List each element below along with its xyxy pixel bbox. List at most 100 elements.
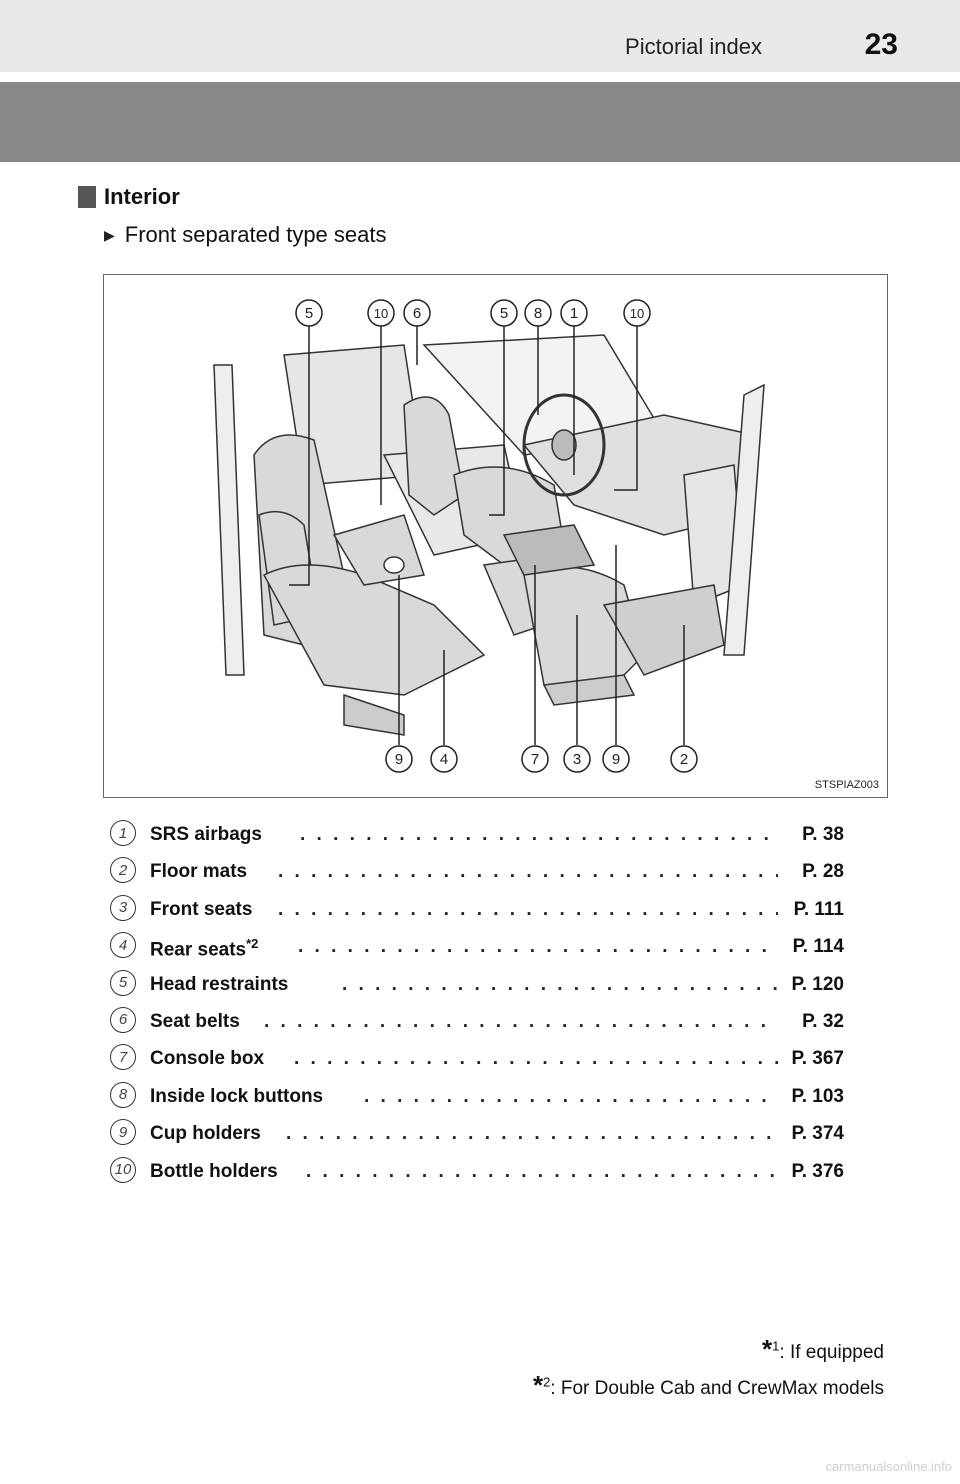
- top-callout-5: 5: [295, 299, 323, 327]
- footnote-number: 2: [543, 1374, 551, 1390]
- legend-label: Seat belts: [150, 1010, 240, 1032]
- header-band: [0, 82, 960, 162]
- legend-leader-dots: . . . . . . . . . . . . . . . . . . . . …: [342, 973, 778, 995]
- top-callout-10: 10: [623, 299, 651, 327]
- legend-page-ref[interactable]: P. 28: [802, 861, 844, 883]
- legend-page-ref[interactable]: P. 114: [792, 936, 844, 958]
- legend-label: Front seats: [150, 898, 253, 920]
- legend-number: 1: [110, 820, 136, 846]
- legend-leader-dots: . . . . . . . . . . . . . . . . . . . . …: [298, 936, 778, 958]
- interior-illustration: 5 10 6 5 8 1 10 9 4 7 3 9 2 STSPIAZ003: [103, 274, 888, 798]
- svg-text:2: 2: [680, 751, 688, 768]
- legend-leader-dots: . . . . . . . . . . . . . . . . . . . . …: [278, 898, 778, 920]
- legend-item-10: 10 Bottle holders . . . . . . . . . . . . …: [110, 1155, 870, 1192]
- section-title: Interior: [104, 184, 180, 209]
- legend-leader-dots: . . . . . . . . . . . . . . . . . . . . …: [306, 1160, 778, 1182]
- section-square-icon: [78, 186, 96, 208]
- legend-leader-dots: . . . . . . . . . . . . . . . . . . . . …: [264, 1010, 778, 1032]
- legend-item-1: 1 SRS airbags . . . . . . . . . . . . . . …: [110, 818, 870, 855]
- top-callout-10: 10: [367, 299, 395, 327]
- footnote-1: *1: If equipped: [762, 1334, 884, 1365]
- legend-leader-dots: . . . . . . . . . . . . . . . . . . . . …: [278, 861, 778, 883]
- legend-page-ref[interactable]: P. 38: [802, 824, 844, 845]
- top-callout-6: 6: [403, 299, 431, 327]
- legend-page-ref[interactable]: P. 103: [791, 1085, 844, 1107]
- legend-item-9: 9 Cup holders . . . . . . . . . . . . . . …: [110, 1117, 870, 1154]
- bottom-callout-3: 3: [563, 745, 591, 773]
- footnote-number: 1: [772, 1338, 780, 1354]
- legend-page-ref[interactable]: P. 32: [802, 1010, 844, 1032]
- svg-text:10: 10: [630, 306, 644, 321]
- legend-number: 4: [110, 932, 136, 959]
- bottom-callout-4: 4: [430, 745, 458, 773]
- legend-label: Floor mats: [150, 861, 248, 883]
- legend-leader-dots: . . . . . . . . . . . . . . . . . . . . …: [286, 1123, 778, 1145]
- footnote-star: *: [532, 1370, 544, 1400]
- legend-page-ref[interactable]: P. 374: [791, 1123, 844, 1145]
- svg-text:5: 5: [305, 305, 313, 322]
- legend-label: Cup holders: [150, 1123, 261, 1145]
- legend-leader-dots: . . . . . . . . . . . . . . . . . . . . …: [294, 1048, 778, 1070]
- svg-text:1: 1: [570, 305, 578, 322]
- top-callout-5: 5: [490, 299, 518, 327]
- legend-label: Inside lock buttons: [150, 1085, 324, 1107]
- legend-item-2: 2 Floor mats . . . . . . . . . . . . . . .…: [110, 855, 870, 892]
- bottom-callout-2: 2: [670, 745, 698, 773]
- footnote-text: : For Double Cab and CrewMax models: [550, 1378, 884, 1399]
- top-callout-8: 8: [524, 299, 552, 327]
- svg-text:3: 3: [573, 751, 581, 768]
- legend-number: 7: [110, 1044, 136, 1071]
- svg-text:6: 6: [413, 305, 421, 322]
- legend-number: 6: [110, 1006, 136, 1033]
- legend-page-ref[interactable]: P. 367: [791, 1048, 844, 1070]
- legend-item-6: 6 Seat belts . . . . . . . . . . . . . . .…: [110, 1005, 870, 1042]
- sub-heading: ▶ Front separated type seats: [104, 222, 386, 248]
- legend-page-ref[interactable]: P. 376: [791, 1160, 844, 1182]
- svg-text:4: 4: [440, 751, 448, 768]
- legend-label: SRS airbags: [150, 824, 262, 845]
- legend-item-3: 3 Front seats . . . . . . . . . . . . . . …: [110, 893, 870, 930]
- legend-number: 2: [110, 857, 136, 884]
- legend-number: 3: [110, 894, 136, 921]
- legend-label: Console box: [150, 1048, 265, 1070]
- footnote-2: *2: For Double Cab and CrewMax models: [533, 1370, 884, 1401]
- legend-label: Bottle holders: [150, 1160, 278, 1182]
- sub-heading-title: Front separated type seats: [124, 222, 387, 247]
- section-heading: Interior: [78, 182, 180, 212]
- svg-text:9: 9: [395, 751, 403, 768]
- callout-layer: 5 10 6 5 8 1 10 9 4 7 3 9 2: [295, 299, 698, 773]
- legend-label: Head restraints: [150, 973, 289, 995]
- svg-text:5: 5: [500, 305, 508, 322]
- legend-label: Rear seats*2: [150, 936, 259, 961]
- top-callout-1: 1: [560, 299, 588, 327]
- legend-page-ref[interactable]: P. 120: [791, 973, 844, 995]
- legend-number: 10: [110, 1156, 136, 1183]
- bottom-callout-9: 9: [602, 745, 630, 773]
- footnote-star: *: [762, 1334, 773, 1364]
- legend-item-7: 7 Console box . . . . . . . . . . . . . . …: [110, 1042, 870, 1079]
- legend-number: 9: [110, 1119, 136, 1146]
- header-title: Pictorial index: [625, 34, 762, 59]
- svg-text:7: 7: [531, 751, 539, 768]
- bottom-callout-7: 7: [521, 745, 549, 773]
- watermark: carmanualsonline.info: [825, 1459, 952, 1474]
- legend-number: 8: [110, 1081, 136, 1108]
- figure-code: STSPIAZ003: [814, 779, 879, 791]
- triangle-right-icon: ▶: [104, 226, 115, 243]
- svg-text:9: 9: [612, 751, 620, 768]
- svg-text:10: 10: [374, 306, 388, 321]
- header-bar: Pictorial index 23: [0, 0, 960, 72]
- legend-item-5: 5 Head restraints . . . . . . . . . . . . …: [110, 968, 870, 1005]
- page-number: 23: [864, 28, 898, 61]
- legend-page-ref[interactable]: P. 111: [793, 898, 844, 920]
- interior-drawing: [213, 321, 765, 745]
- legend-item-8: 8 Inside lock buttons . . . . . . . . . . …: [110, 1080, 870, 1117]
- legend-leader-dots: . . . . . . . . . . . . . . . . . . . . …: [300, 824, 778, 845]
- legend-item-4: 4 Rear seats*2 . . . . . . . . . . . . . .…: [110, 930, 870, 967]
- legend-leader-dots: . . . . . . . . . . . . . . . . . . . . …: [364, 1085, 778, 1107]
- legend-number: 5: [110, 969, 136, 996]
- legend-list: 1 SRS airbags . . . . . . . . . . . . . . …: [110, 818, 870, 1192]
- svg-text:8: 8: [534, 305, 542, 322]
- legend-footnote-mark: *2: [246, 936, 259, 952]
- bottom-callout-9: 9: [385, 745, 413, 773]
